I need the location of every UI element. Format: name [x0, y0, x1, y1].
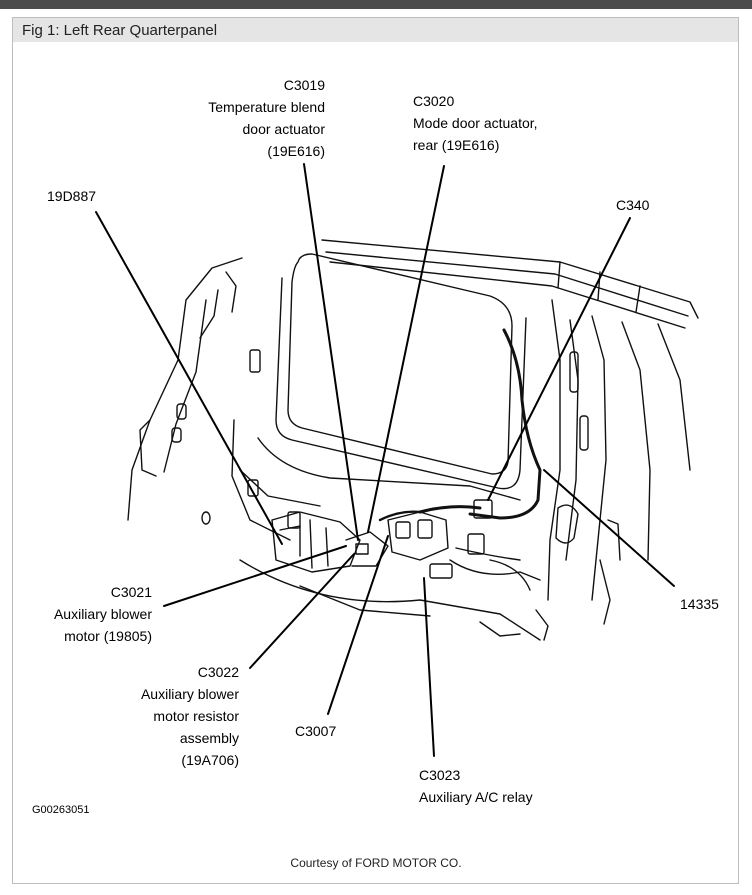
callout-c3020-line: rear (19E616) — [413, 137, 500, 153]
callout-c3020-line: Mode door actuator, — [413, 115, 538, 131]
leader-c3019 — [303, 163, 359, 541]
callout-c3019-line: C3019 — [283, 77, 325, 93]
callout-14335-line: 14335 — [680, 596, 719, 612]
callout-c3023-line: C3023 — [419, 767, 461, 783]
callout-c3023-line: Auxiliary A/C relay — [419, 789, 533, 805]
leader-c3022 — [249, 553, 355, 669]
roof-rail-inner — [325, 251, 689, 317]
figure-frame: Fig 1: Left Rear Quarterpanel — [12, 17, 739, 884]
blower-assembly — [271, 511, 361, 573]
c-pillar — [127, 257, 243, 521]
figure-header: Fig 1: Left Rear Quarterpanel — [13, 18, 738, 42]
callout-c3019-line: Temperature blend — [208, 99, 325, 115]
callout-c340: C340 — [616, 194, 649, 216]
figure-id: G00263051 — [32, 804, 90, 816]
callout-c3022-line: motor resistor — [153, 708, 239, 724]
callout-c3022-line: Auxiliary blower — [140, 686, 239, 702]
callout-c3020-line: C3020 — [413, 93, 455, 109]
callout-c3022-line: assembly — [179, 730, 239, 746]
callout-c3023: C3023 Auxiliary A/C relay — [419, 764, 533, 808]
figure-title: Fig 1: Left Rear Quarterpanel — [22, 22, 218, 39]
callout-c3019-line: door actuator — [242, 121, 326, 137]
leader-c3021 — [163, 545, 347, 607]
callout-c3022-line: (19A706) — [181, 752, 239, 768]
callout-c3021: C3021 Auxiliary blower motor (19805) — [54, 581, 152, 647]
connector-cluster — [387, 511, 449, 561]
callout-c3019-line: (19E616) — [267, 143, 325, 159]
callout-19d887-line: 19D887 — [47, 188, 97, 204]
callout-c3022: C3022 Auxiliary blower motor resistor as… — [141, 661, 239, 771]
d-pillar — [547, 299, 561, 601]
leader-c3007 — [327, 535, 389, 715]
leader-c3023 — [423, 577, 435, 757]
wiring-harness — [468, 328, 542, 520]
window-top-bar — [0, 0, 752, 9]
callout-c3020: C3020 Mode door actuator, rear (19E616) — [413, 90, 538, 156]
inner-panel — [231, 419, 291, 541]
callout-14335: 14335 — [680, 593, 719, 615]
callout-c3021-line: C3021 — [110, 584, 152, 600]
callout-c3022-line: C3022 — [197, 664, 239, 680]
leader-14335 — [543, 469, 675, 587]
floor-edge — [239, 559, 541, 641]
leader-c3020 — [367, 165, 445, 533]
figure-credit: Courtesy of FORD MOTOR CO. — [290, 856, 462, 870]
callout-c3021-line: motor (19805) — [64, 628, 152, 644]
roof-rail-outer — [321, 239, 699, 319]
leader-19d887 — [95, 211, 283, 545]
leader-c340 — [487, 217, 631, 501]
callout-c3021-line: Auxiliary blower — [53, 606, 152, 622]
callout-c340-line: C340 — [616, 197, 650, 213]
callout-c3019: C3019 Temperature blend door actuator (1… — [208, 74, 325, 162]
callout-19d887: 19D887 — [47, 185, 96, 207]
callout-c3007: C3007 — [295, 720, 336, 742]
callout-c3007-line: C3007 — [295, 723, 337, 739]
roof-rail-lower — [329, 261, 686, 329]
